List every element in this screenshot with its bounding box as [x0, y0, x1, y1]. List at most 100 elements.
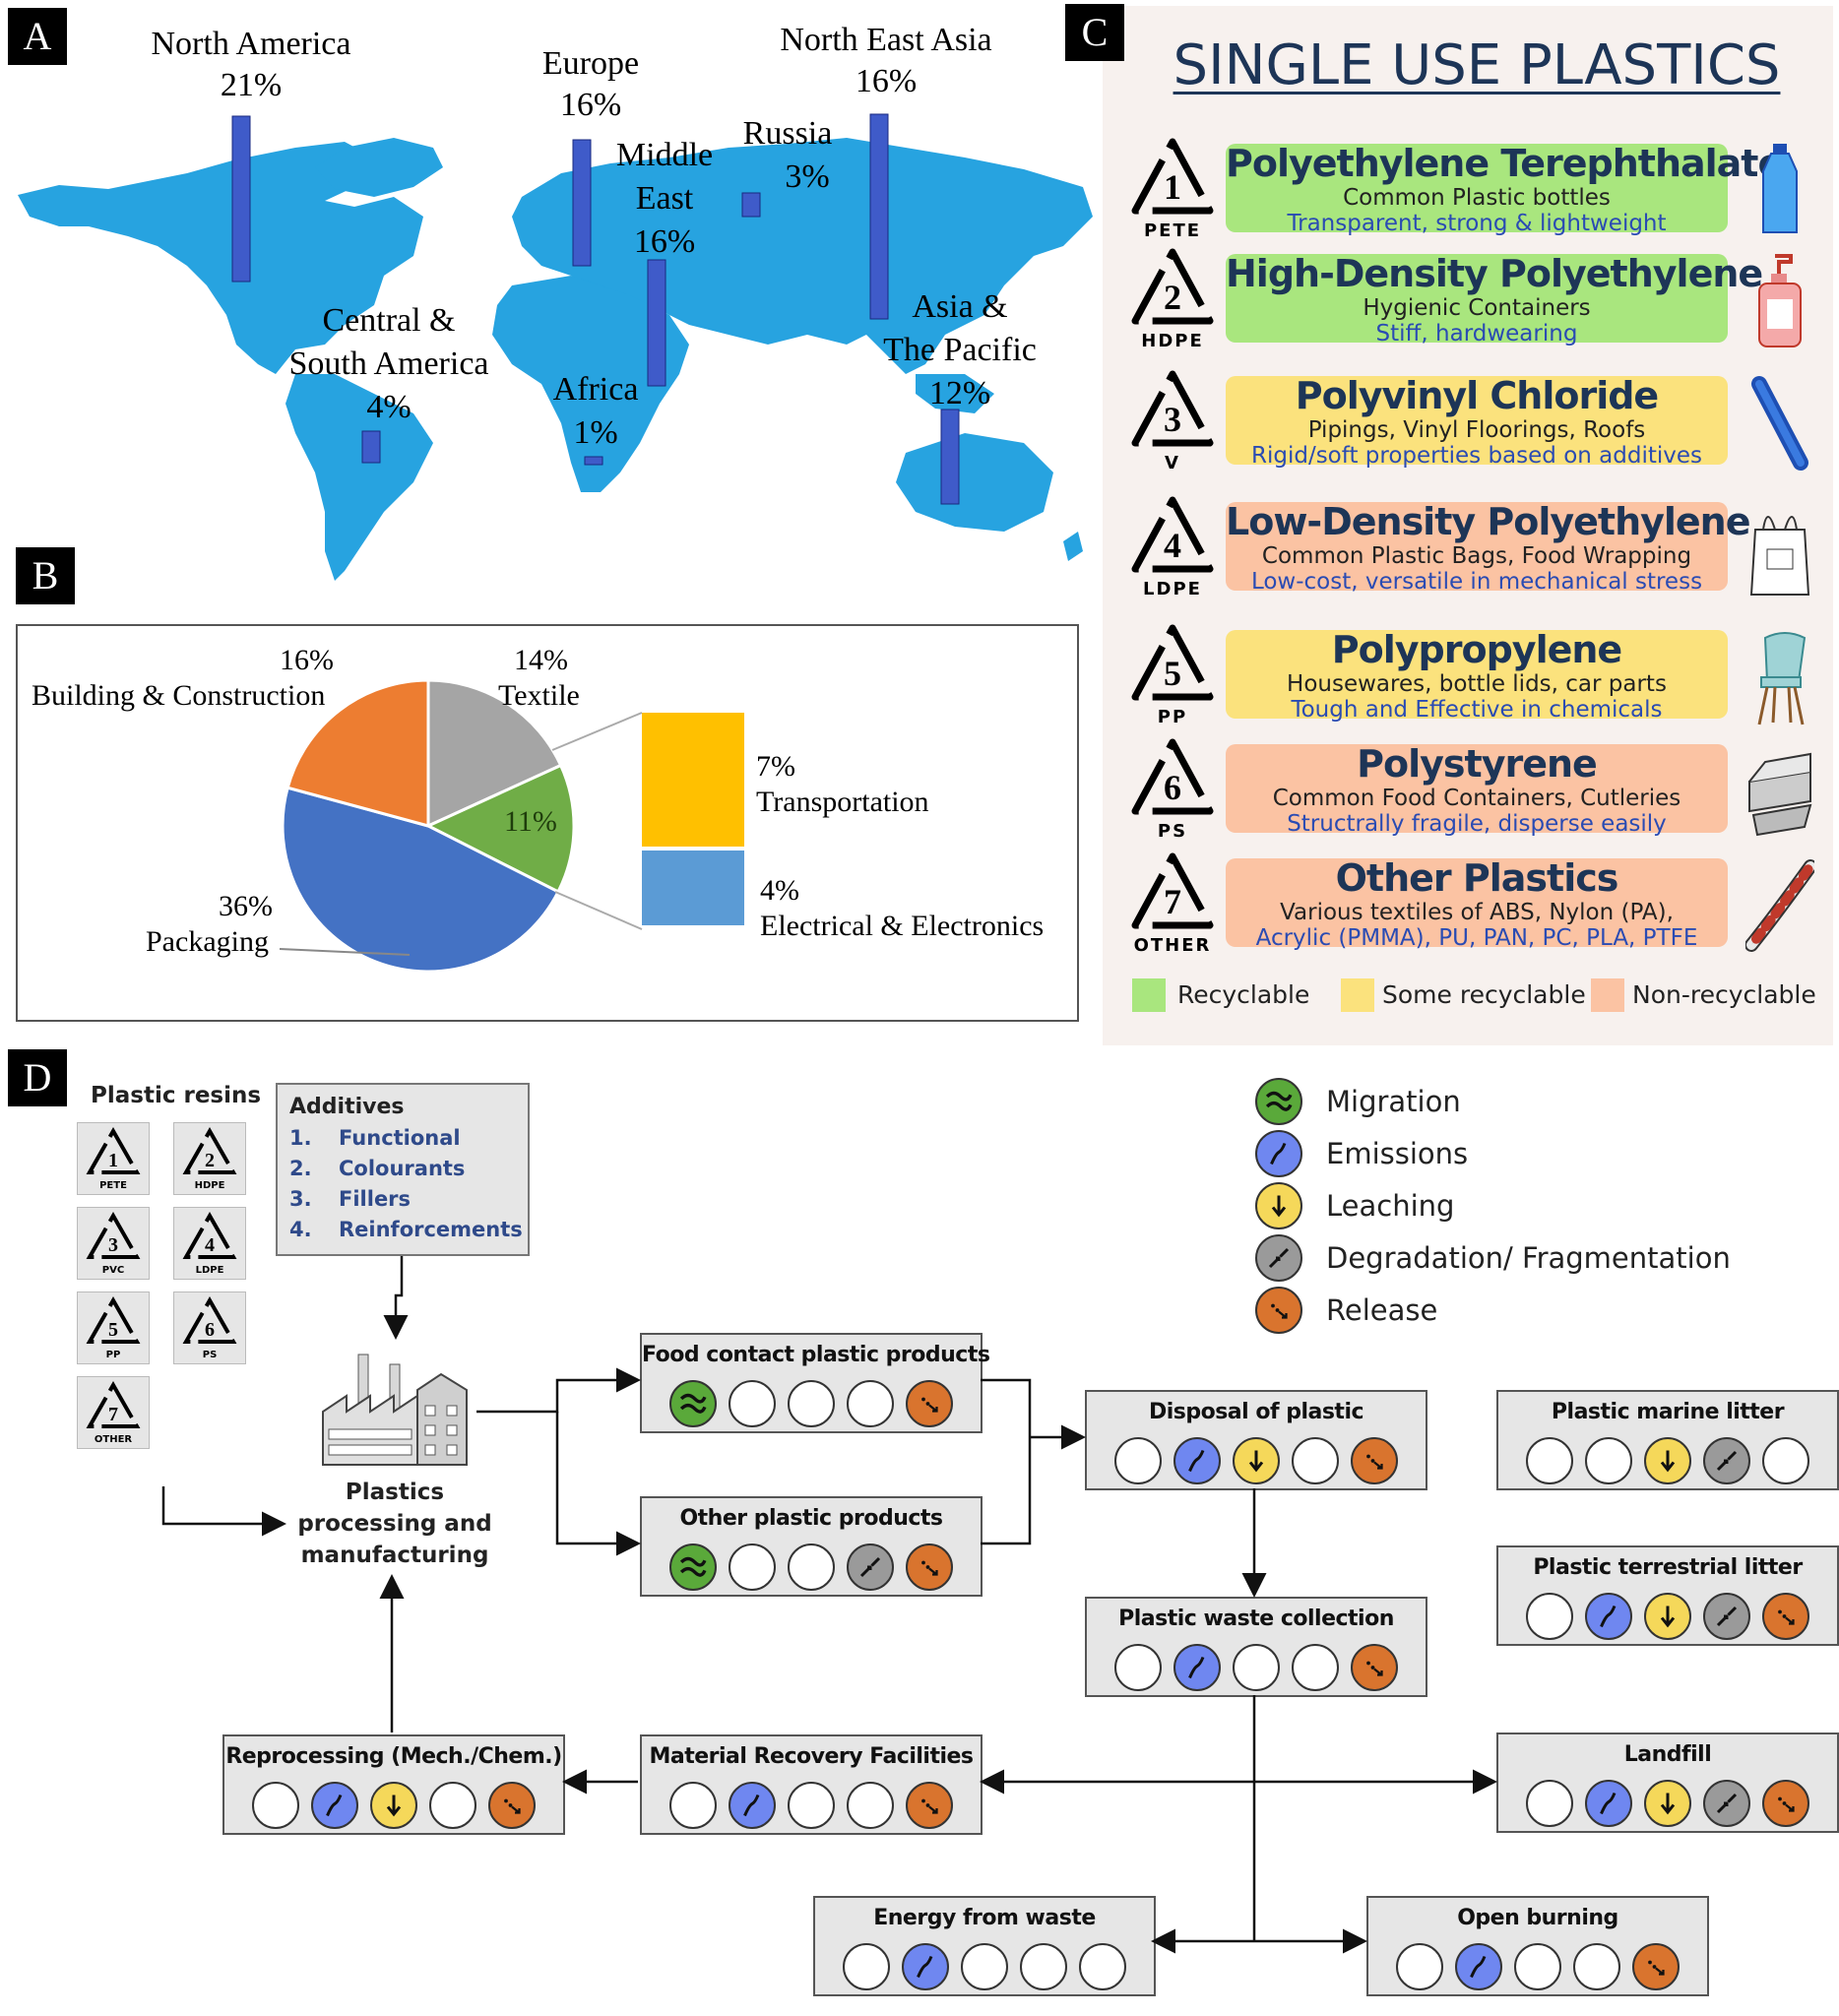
panel-label-b: B: [16, 547, 75, 604]
value-north-america: 21%: [220, 67, 283, 103]
indicator-circles: [1087, 1437, 1426, 1484]
box-burning-title: Open burning: [1457, 1906, 1618, 1930]
additive-label: Reinforcements: [339, 1218, 523, 1241]
pie-slice-packaging: [281, 786, 561, 974]
recycle-symbol-icon: 3: [1131, 370, 1214, 447]
release-icon: [1351, 1644, 1398, 1691]
empty-indicator: [1114, 1644, 1162, 1691]
bottle-icon: [1745, 142, 1814, 240]
release-icon: [1762, 1593, 1809, 1640]
legend-label: Emissions: [1326, 1137, 1469, 1170]
label-asia-pacific-2: The Pacific: [883, 332, 1037, 368]
world-map: [18, 113, 1093, 581]
recyclability-band: [1226, 144, 1728, 232]
recyclability-band: [1226, 502, 1728, 591]
chair-icon: [1745, 628, 1814, 726]
resin-code: PS: [1157, 821, 1188, 842]
box-open-burning: Open burning: [1366, 1896, 1709, 1996]
empty-indicator: [1292, 1644, 1339, 1691]
box-terrestrial-title: Plastic terrestrial litter: [1533, 1555, 1803, 1580]
indicator-circles: [642, 1544, 981, 1591]
plastic-use: Housewares, bottle lids, car parts: [1287, 671, 1667, 697]
release-icon: [906, 1380, 953, 1427]
bar-middle-east: [647, 259, 666, 387]
recycle-number: 4: [1164, 526, 1181, 565]
processing-label-1: Plastics: [345, 1480, 445, 1505]
recycle-number: 1: [1164, 167, 1181, 207]
packaging-leader-line: [279, 948, 411, 956]
recycle-symbol-icon: 5: [1131, 624, 1214, 701]
recyclability-band: [1226, 858, 1728, 947]
legend-emissions: Emissions: [1255, 1129, 1468, 1178]
food-container-icon: [1745, 742, 1814, 841]
box-energy-from-waste: Energy from waste: [813, 1896, 1156, 1996]
plastic-name: Polypropylene: [1331, 628, 1622, 671]
release-icon: [1762, 1780, 1809, 1827]
empty-indicator: [843, 1943, 890, 1990]
recycle-symbol-icon: 6: [1131, 738, 1214, 815]
value-europe: 16%: [559, 87, 622, 123]
resin-code: PVC: [101, 1265, 125, 1276]
box-plastic-terrestrial-litter: Plastic terrestrial litter: [1496, 1545, 1839, 1646]
breakdown-label-electrical: Electrical & Electronics: [760, 910, 1045, 942]
empty-indicator: [669, 1782, 717, 1829]
label-europe: Europe: [541, 45, 640, 82]
legend-some-label: Some recyclable: [1382, 980, 1586, 1009]
resin-code: PP: [1157, 707, 1188, 727]
emissions-icon: [902, 1943, 949, 1990]
legend-some-swatch: [1341, 978, 1374, 1012]
additive-label: Colourants: [339, 1157, 466, 1180]
label-central-south-america-1: Central &: [322, 302, 456, 339]
indicator-circles: [1498, 1437, 1837, 1484]
resin-number: 7: [108, 1404, 118, 1425]
new-zealand-landmass: [1063, 532, 1083, 561]
indicator-circles: [642, 1380, 981, 1427]
additive-number: 3.: [289, 1187, 312, 1211]
box-collection-title: Plastic waste collection: [1118, 1606, 1394, 1631]
additive-item: 3.Fillers: [289, 1187, 523, 1218]
recyclability-band: [1226, 630, 1728, 719]
empty-indicator: [847, 1380, 894, 1427]
bar-russia: [741, 192, 761, 218]
resin-number: 6: [205, 1319, 215, 1341]
breakdown-connector-line: [554, 891, 643, 930]
legend-recyclable-swatch: [1132, 978, 1166, 1012]
recycle-symbol-icon: 5: [86, 1295, 141, 1344]
recycle-symbol-icon: 1: [86, 1126, 141, 1174]
indicator-circles: [224, 1782, 563, 1829]
indicator-circles: [1368, 1943, 1707, 1990]
leaching-icon: [370, 1782, 417, 1829]
plastic-property: Structrally fragile, disperse easily: [1287, 811, 1667, 837]
resin-code: LDPE: [195, 1265, 224, 1276]
degradation-icon: [1255, 1234, 1302, 1282]
empty-indicator: [729, 1544, 776, 1591]
empty-indicator: [1762, 1437, 1809, 1484]
plastic-use: Pipings, Vinyl Floorings, Roofs: [1307, 417, 1646, 443]
additive-number: 2.: [289, 1157, 312, 1180]
pie-label-14: 14%: [514, 644, 568, 676]
plastic-name: Polystyrene: [1357, 742, 1598, 786]
label-north-east-asia: North East Asia: [780, 22, 992, 58]
resin-number: 2: [205, 1150, 215, 1171]
box-energy-title: Energy from waste: [873, 1906, 1096, 1930]
bar-north-america: [231, 115, 251, 283]
box-disposal-of-plastic: Disposal of plastic: [1085, 1390, 1427, 1490]
legend-recyclable-label: Recyclable: [1177, 980, 1310, 1009]
north-america-landmass: [18, 142, 423, 374]
breakdown-label-7: 7%: [756, 750, 795, 783]
emissions-icon: [1455, 1943, 1502, 1990]
box-food-contact-title: Food contact plastic products: [642, 1343, 990, 1367]
pie-label-16: 16%: [280, 644, 334, 676]
pipe-icon: [1745, 374, 1814, 472]
release-icon: [1351, 1437, 1398, 1484]
box-material-recovery-facilities: Material Recovery Facilities: [640, 1734, 983, 1835]
recyclability-band: [1226, 376, 1728, 465]
empty-indicator: [788, 1380, 835, 1427]
degradation-icon: [1703, 1593, 1750, 1640]
empty-indicator: [1079, 1943, 1126, 1990]
bar-africa: [584, 456, 603, 466]
empty-indicator: [788, 1782, 835, 1829]
